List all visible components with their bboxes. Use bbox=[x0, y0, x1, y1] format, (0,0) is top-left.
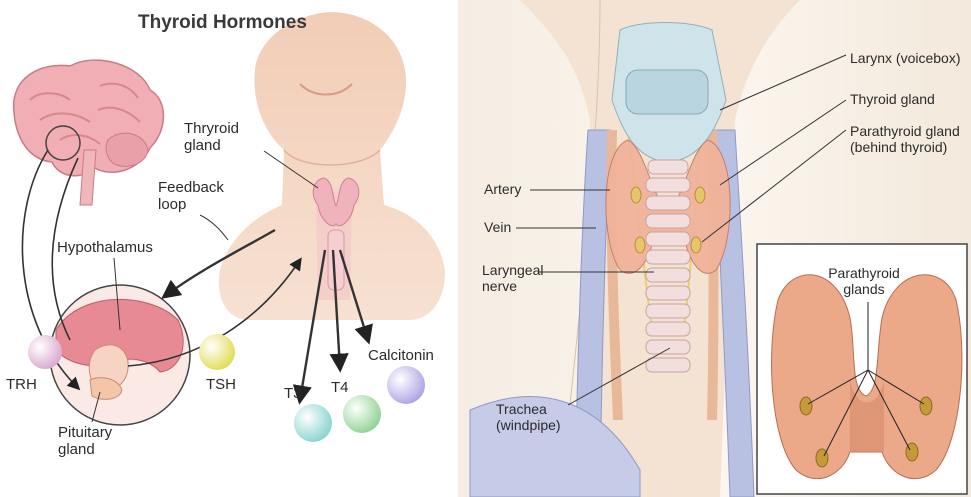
hypothalamus-label: Hypothalamus bbox=[57, 240, 153, 257]
calcitonin-sphere bbox=[387, 366, 425, 404]
trh-sphere bbox=[28, 335, 62, 369]
trh-label: TRH bbox=[6, 377, 37, 394]
calcitonin-label: Calcitonin bbox=[368, 348, 434, 365]
feedback-loop-label: Feedback loop bbox=[158, 180, 234, 214]
pituitary-gland-label: Pituitary gland bbox=[58, 425, 138, 459]
tsh-sphere bbox=[199, 334, 235, 370]
parathyroid-glands-label: Parathyroid glands bbox=[824, 266, 904, 297]
t3-label: T3 bbox=[284, 386, 302, 403]
t3-sphere bbox=[294, 404, 332, 442]
trachea-label: Trachea (windpipe) bbox=[496, 402, 570, 433]
right-thyroid-gland-label: Thyroid gland bbox=[850, 92, 935, 108]
laryngeal-nerve-label: Laryngeal nerve bbox=[482, 263, 542, 294]
pituitary-zoom bbox=[50, 285, 190, 425]
t4-sphere bbox=[343, 395, 381, 433]
brain bbox=[14, 60, 164, 205]
artery-label: Artery bbox=[484, 182, 521, 198]
larynx-label: Larynx (voicebox) bbox=[850, 51, 961, 67]
vein-label: Vein bbox=[484, 220, 511, 236]
diagram-title: Thyroid Hormones bbox=[138, 12, 307, 33]
parathyroid-gland-label: Parathyroid gland (behind thyroid) bbox=[850, 124, 968, 155]
t4-label: T4 bbox=[331, 380, 349, 397]
tsh-label: TSH bbox=[206, 377, 236, 394]
thyroid-gland-label: Thryroid gland bbox=[184, 121, 260, 155]
